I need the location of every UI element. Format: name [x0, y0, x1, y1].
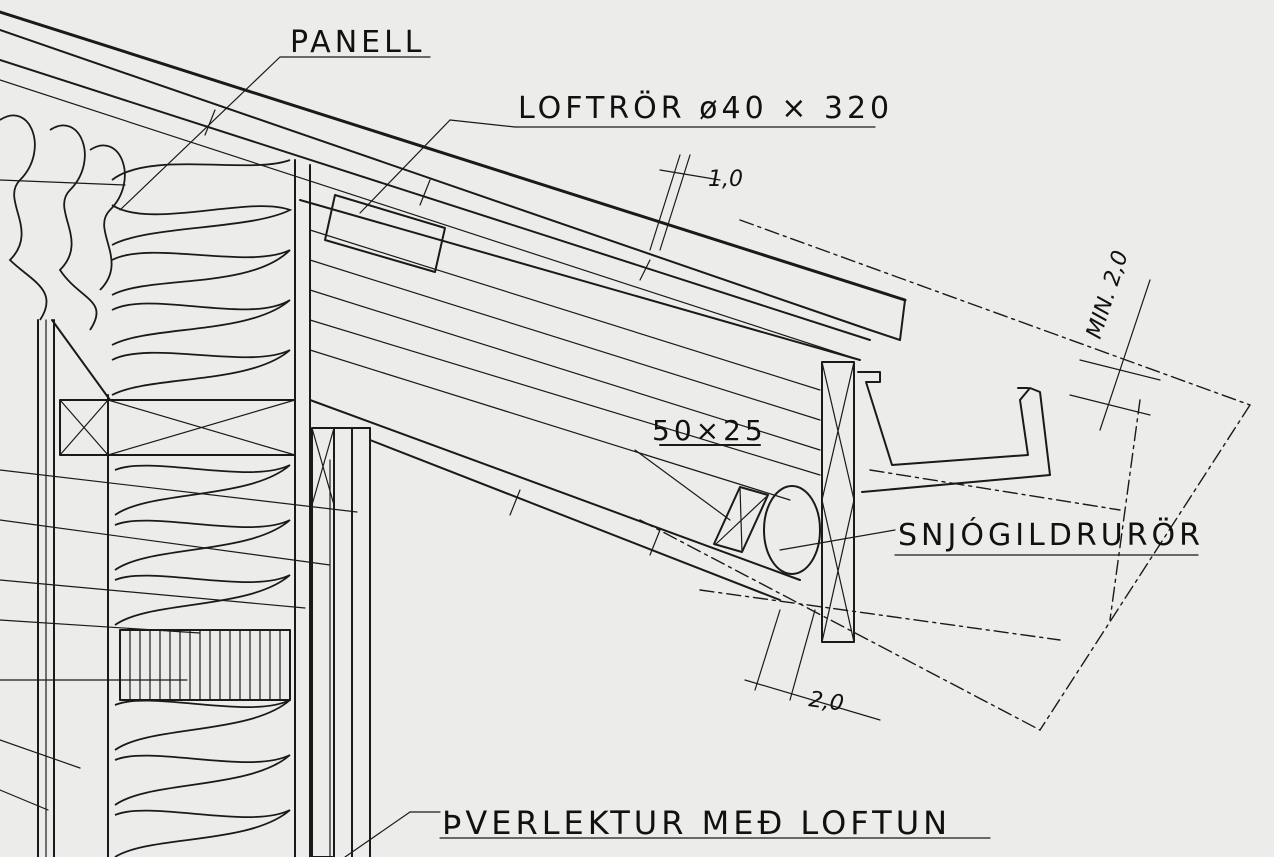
label-batten: 50×25	[652, 414, 767, 447]
batten-block	[713, 486, 769, 553]
dim-fascia-gap: 2,0	[807, 687, 845, 717]
dim-roof-gap: 1,0	[708, 167, 743, 192]
label-vent-pipe: LOFTRÖR ø40 × 320	[518, 90, 893, 126]
vent-pipe-block	[324, 194, 446, 273]
roof-layers	[0, 10, 907, 601]
batten-leader	[634, 444, 761, 521]
insulation-wall	[111, 159, 293, 857]
label-panel: PANELL	[290, 25, 426, 60]
label-counter-batten: ÞVERLEKTUR MEÐ LOFTUN	[442, 804, 951, 842]
wall-structure	[37, 159, 371, 857]
gutter	[857, 371, 1051, 493]
dimension-roof-gap	[649, 154, 721, 251]
fascia-board	[821, 361, 855, 643]
construction-guides	[639, 219, 1251, 731]
dimension-min-clearance	[1069, 279, 1161, 431]
snow-guard-pipe	[763, 485, 821, 575]
dimension-fascia-gap	[744, 609, 881, 721]
label-snow-guard-pipe: SNJÓGILDRURÖR	[898, 516, 1204, 553]
insulation-top	[0, 114, 126, 331]
leader-lines-left	[0, 179, 358, 811]
dim-min-clearance: MIN. 2,0	[1082, 248, 1134, 342]
label-leaders	[119, 56, 1199, 857]
